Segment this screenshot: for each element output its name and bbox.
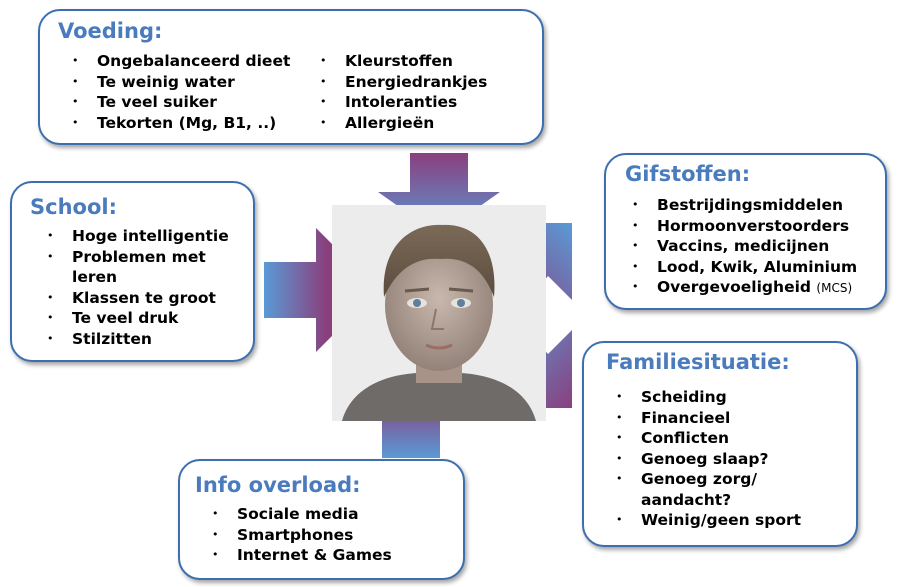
list-item: Genoeg zorg/ aandacht? [614, 469, 761, 510]
list-item: Te veel druk [45, 308, 245, 329]
list-item: Klassen te groot [45, 288, 245, 309]
gifstoffen-list: Bestrijdingsmiddelen Hormoonverstoorders… [630, 195, 857, 299]
arrow-voeding [378, 153, 500, 235]
list-item: Vaccins, medicijnen [630, 236, 857, 257]
familie-list: Scheiding Financieel Conflicten Genoeg s… [614, 387, 801, 531]
list-item: Genoeg slaap? [614, 449, 801, 470]
voeding-list-left: Ongebalanceerd dieet Te weinig water Te … [70, 51, 290, 133]
list-item: Intoleranties [318, 92, 487, 113]
list-item: Hoge intelligentie [45, 226, 245, 247]
list-item: Internet & Games [210, 545, 392, 566]
list-item: Te veel suiker [70, 92, 290, 113]
list-item: Lood, Kwik, Aluminium [630, 257, 857, 278]
list-item: Tekorten (Mg, B1, ..) [70, 113, 290, 134]
gifstoffen-title: Gifstoffen: [625, 162, 751, 186]
list-item: Overgevoeligheid (MCS) [630, 277, 857, 299]
list-item: Financieel [614, 408, 801, 429]
list-item: Sociale media [210, 504, 392, 525]
mcs-note: (MCS) [816, 281, 853, 295]
list-item: Allergieën [318, 113, 487, 134]
info-list: Sociale media Smartphones Internet & Gam… [210, 504, 392, 566]
list-item: Te weinig water [70, 72, 290, 93]
arrow-school [264, 228, 378, 352]
voeding-title: Voeding: [58, 19, 163, 43]
list-item-label: Overgevoeligheid [657, 278, 811, 296]
familie-title: Familiesituatie: [606, 350, 790, 374]
voeding-list-right: Kleurstoffen Energiedrankjes Intoleranti… [318, 51, 487, 133]
list-item: Smartphones [210, 525, 392, 546]
info-title: Info overload: [195, 473, 361, 497]
list-item: Stilzitten [45, 329, 245, 350]
list-item: Weinig/geen sport [614, 510, 801, 531]
list-item: Bestrijdingsmiddelen [630, 195, 857, 216]
list-item: Ongebalanceerd dieet [70, 51, 290, 72]
list-item: Kleurstoffen [318, 51, 487, 72]
boy-portrait-image [332, 205, 546, 421]
list-item: Conflicten [614, 428, 801, 449]
list-item: Energiedrankjes [318, 72, 487, 93]
list-item: Hormoonverstoorders [630, 216, 857, 237]
list-item: Scheiding [614, 387, 801, 408]
list-item: Problemen met leren [45, 247, 222, 288]
school-title: School: [30, 195, 117, 219]
school-list: Hoge intelligentie Problemen met leren K… [45, 226, 245, 349]
